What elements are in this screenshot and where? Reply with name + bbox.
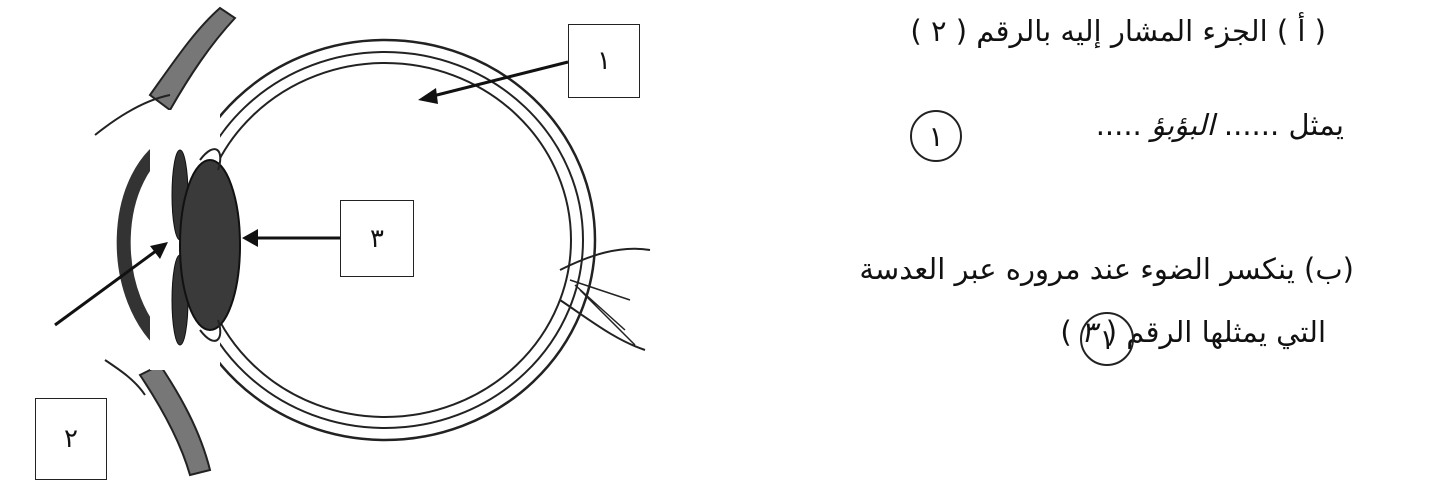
handwritten-answer-a: البؤبؤ	[1151, 108, 1215, 142]
lower-eyelid	[138, 363, 212, 477]
answer-dots-end: .....	[1095, 108, 1142, 142]
answer-prefix: يمثل	[1288, 108, 1344, 142]
arrow-1-line	[424, 60, 569, 100]
question-b-paren-close: )	[1060, 315, 1072, 349]
arrow-2-line	[54, 246, 161, 327]
question-a-answer-line: يمثل ...... البؤبؤ .....	[1096, 108, 1344, 142]
ciliary-bottom	[199, 319, 222, 342]
optic-nerve-bottom	[559, 299, 646, 351]
question-b-text: التي يمثلها الرقم	[1126, 315, 1326, 349]
label-box-2: ٢	[35, 398, 107, 480]
score-circle-a: ١	[910, 110, 962, 162]
optic-nerve-top	[559, 247, 651, 271]
arrow-3-head	[242, 229, 258, 247]
brow-line	[94, 94, 171, 136]
label-box-1: ١	[568, 24, 640, 98]
question-a-prompt: ( أ ) الجزء المشار إليه بالرقم ( ٢ )	[910, 14, 1326, 48]
cheek-line	[104, 359, 146, 396]
label-box-3: ٣	[340, 200, 414, 277]
eye-diagram	[54, 6, 651, 477]
arrow-2-head	[150, 242, 168, 259]
optic-nerve-fibers	[569, 279, 636, 346]
upper-eyelid	[148, 6, 237, 112]
ciliary-top	[199, 148, 222, 171]
score-circle-b: ١	[1080, 312, 1134, 366]
question-b-line1: (ب) ينكسر الضوء عند مروره عبر العدسة	[859, 252, 1354, 286]
answer-dots: ......	[1223, 108, 1280, 142]
arrow-1-head	[418, 88, 438, 104]
lens	[179, 159, 241, 331]
